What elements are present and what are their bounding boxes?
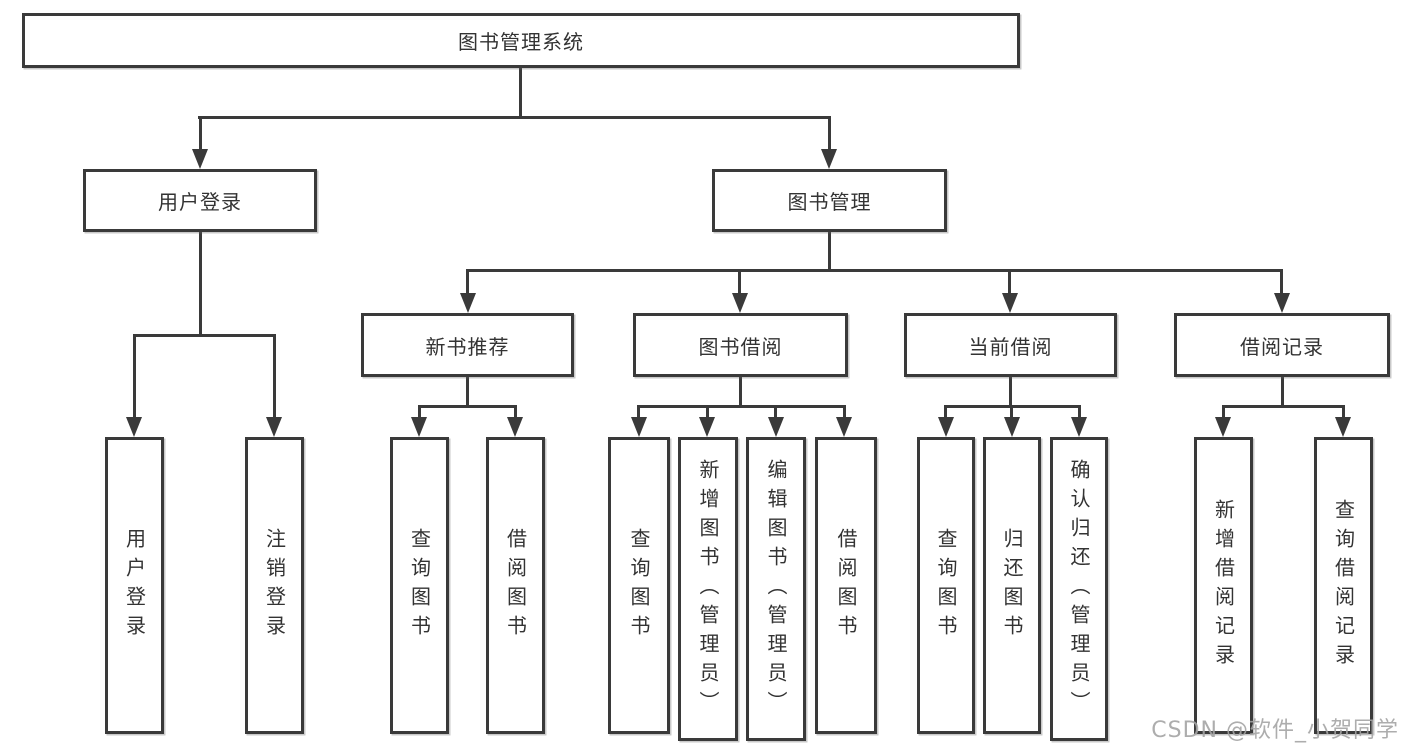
arrow-down-icon <box>507 417 523 437</box>
connector-newbook-drop-2 <box>514 405 517 422</box>
connector-newbook-elbow <box>418 405 517 408</box>
leaf-add-borrow-record: 新增借阅记录 <box>1194 437 1253 734</box>
arrow-down-icon <box>836 417 852 437</box>
leaf-edit-book-admin: 编辑图书（管理员） <box>746 437 806 741</box>
connector-l3-drop-4 <box>1280 269 1283 296</box>
connector-l3-drop-2 <box>738 269 741 296</box>
connector-newbook-stub <box>466 377 469 407</box>
connector-borrow-drop-2 <box>706 405 709 422</box>
arrow-down-icon <box>411 417 427 437</box>
leaf-user-login-label: 用户登录 <box>122 527 147 644</box>
arrow-down-icon <box>821 149 837 169</box>
connector-l3-drop-1 <box>466 269 469 296</box>
arrow-down-icon <box>1071 417 1087 437</box>
connector-borrow-drop-3 <box>774 405 777 422</box>
connector-borrow-drop-4 <box>843 405 846 422</box>
connector-root-stub <box>519 68 522 118</box>
arrow-down-icon <box>1004 417 1020 437</box>
leaf-add-book-admin: 新增图书（管理员） <box>678 437 738 741</box>
leaf-confirm-return-admin: 确认归还（管理员） <box>1050 437 1108 741</box>
leaf-confirm-return-admin-label: 确认归还（管理员） <box>1067 458 1091 720</box>
arrow-down-icon <box>1274 293 1290 313</box>
leaf-borrow-books-1: 借阅图书 <box>486 437 545 734</box>
connector-borrow-stub <box>739 377 742 407</box>
arrow-down-icon <box>1002 293 1018 313</box>
connector-newbook-drop-1 <box>418 405 421 422</box>
leaf-query-books-3-label: 查询图书 <box>934 527 958 644</box>
leaf-add-book-admin-label: 新增图书（管理员） <box>696 458 720 720</box>
connector-current-drop-2 <box>1010 405 1013 422</box>
leaf-borrow-books-1-label: 借阅图书 <box>503 527 528 644</box>
leaf-borrow-books-2: 借阅图书 <box>815 437 877 734</box>
leaf-borrow-books-2-label: 借阅图书 <box>834 527 858 644</box>
arrow-down-icon <box>126 417 142 437</box>
arrow-down-icon <box>768 417 784 437</box>
node-book-borrow: 图书借阅 <box>633 313 848 377</box>
leaf-return-books-label: 归还图书 <box>1000 527 1024 644</box>
leaf-query-borrow-record: 查询借阅记录 <box>1314 437 1373 734</box>
node-root-library-system: 图书管理系统 <box>22 13 1020 68</box>
csdn-watermark: CSDN @软件_小贺同学 <box>1151 718 1399 743</box>
leaf-query-books-1: 查询图书 <box>390 437 449 734</box>
connector-userlogin-drop-1 <box>133 334 136 422</box>
connector-l3-elbow <box>466 269 1283 272</box>
connector-current-drop-1 <box>944 405 947 422</box>
connector-l3-drop-3 <box>1008 269 1011 296</box>
connector-records-drop-1 <box>1222 405 1225 422</box>
connector-l2-elbow <box>198 116 831 119</box>
node-borrow-records: 借阅记录 <box>1174 313 1390 377</box>
connector-userlogin-drop-2 <box>273 334 276 422</box>
leaf-logout-label: 注销登录 <box>262 527 287 644</box>
connector-records-drop-2 <box>1342 405 1345 422</box>
arrow-down-icon <box>938 417 954 437</box>
leaf-query-books-2: 查询图书 <box>608 437 670 734</box>
node-current-borrow: 当前借阅 <box>904 313 1117 377</box>
connector-records-elbow <box>1222 405 1345 408</box>
node-new-book-recommend: 新书推荐 <box>361 313 574 377</box>
leaf-edit-book-admin-label: 编辑图书（管理员） <box>764 458 788 720</box>
connector-records-stub <box>1281 377 1284 407</box>
connector-current-drop-3 <box>1078 405 1081 422</box>
connector-l2-drop-left <box>199 116 202 152</box>
leaf-query-books-3: 查询图书 <box>917 437 975 734</box>
arrow-down-icon <box>732 293 748 313</box>
arrow-down-icon <box>631 417 647 437</box>
leaf-add-borrow-record-label: 新增借阅记录 <box>1211 498 1236 673</box>
connector-bookmgmt-stub <box>828 232 831 272</box>
connector-borrow-elbow <box>637 405 846 408</box>
leaf-return-books: 归还图书 <box>983 437 1041 734</box>
connector-borrow-drop-1 <box>637 405 640 422</box>
leaf-query-books-2-label: 查询图书 <box>627 527 651 644</box>
arrow-down-icon <box>460 293 476 313</box>
node-book-management-branch: 图书管理 <box>712 169 947 232</box>
arrow-down-icon <box>192 149 208 169</box>
arrow-down-icon <box>1215 417 1231 437</box>
connector-userlogin-stub <box>199 232 202 336</box>
arrow-down-icon <box>1335 417 1351 437</box>
connector-current-stub <box>1009 377 1012 407</box>
connector-userlogin-elbow <box>133 334 276 337</box>
leaf-query-books-1-label: 查询图书 <box>407 527 432 644</box>
leaf-logout: 注销登录 <box>245 437 304 734</box>
connector-l2-drop-right <box>828 116 831 152</box>
arrow-down-icon <box>699 417 715 437</box>
node-user-login-branch: 用户登录 <box>83 169 317 232</box>
leaf-user-login: 用户登录 <box>105 437 164 734</box>
arrow-down-icon <box>266 417 282 437</box>
leaf-query-borrow-record-label: 查询借阅记录 <box>1331 498 1356 673</box>
